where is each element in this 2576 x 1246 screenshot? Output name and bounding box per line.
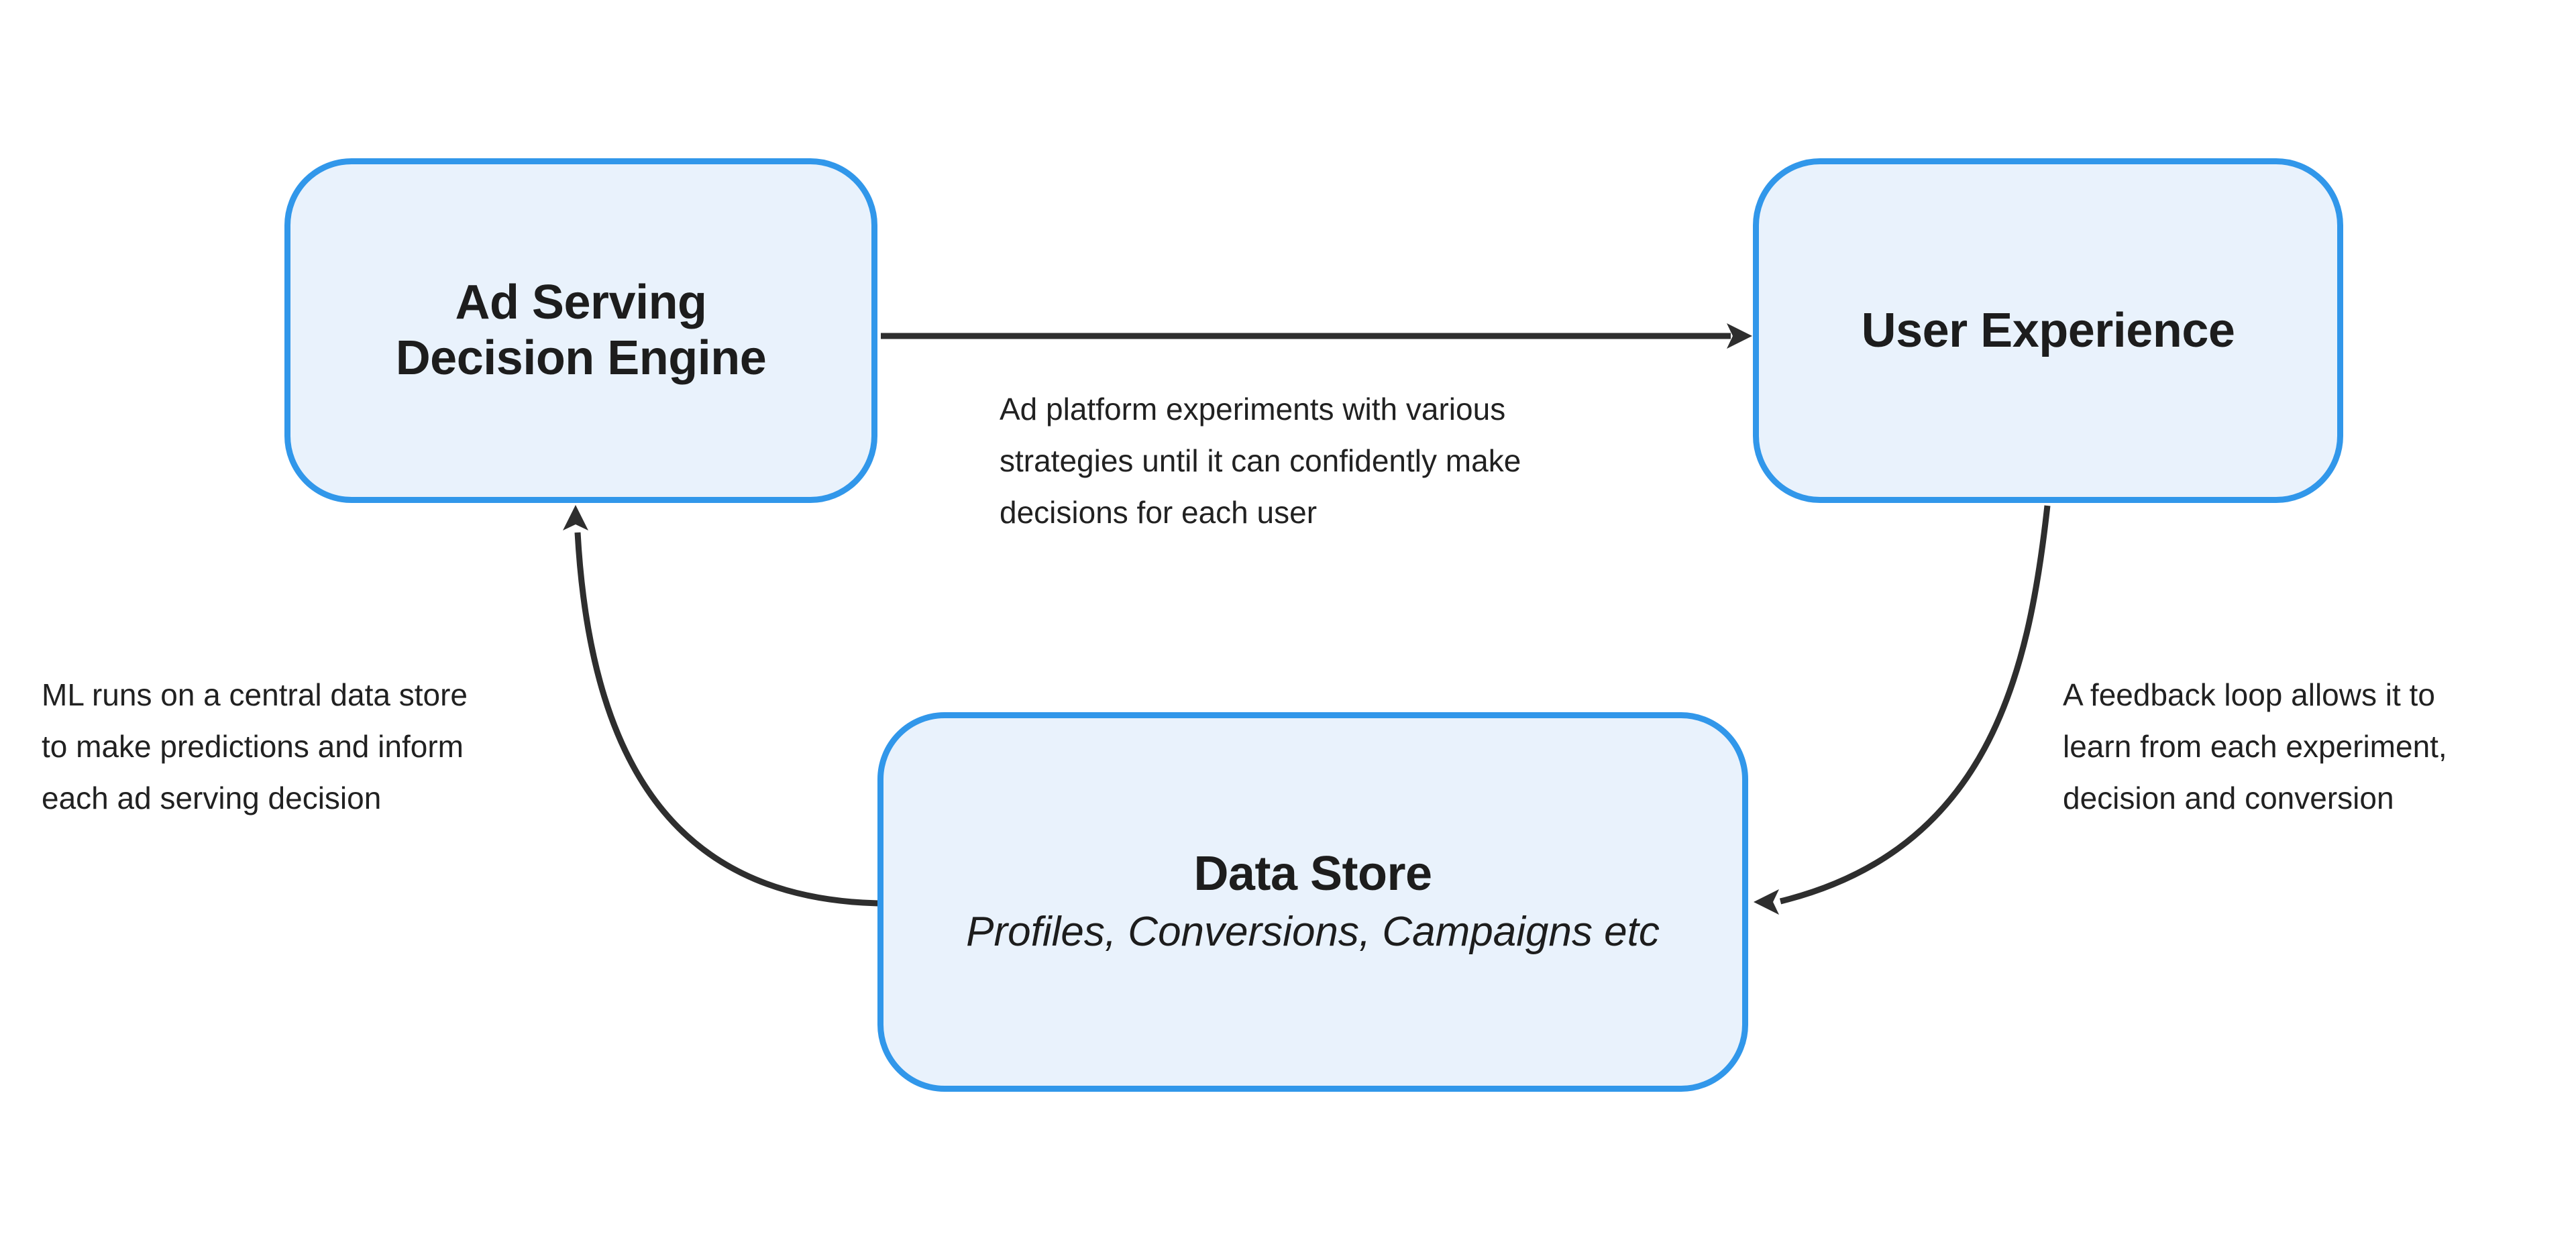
annotation-line: ML runs on a central data store (42, 677, 468, 712)
annotation-line: strategies until it can confidently make (1000, 443, 1521, 478)
node-title-line: Data Store (1193, 847, 1432, 901)
node-subtitle-line: Profiles, Conversions, Campaigns etc (966, 909, 1660, 956)
node-ad-serving-decision-engine: Ad Serving Decision Engine (284, 158, 877, 503)
node-data-store: Data Store Profiles, Conversions, Campai… (877, 712, 1748, 1092)
node-title-line: Ad Serving (455, 276, 707, 330)
arrow-user-experience-to-data-store (1779, 505, 2051, 905)
node-user-experience: User Experience (1753, 158, 2343, 503)
annotation-line: A feedback loop allows it to (2063, 677, 2435, 712)
annotation-experiments: Ad platform experiments with various str… (1000, 384, 1521, 539)
annotation-ml: ML runs on a central data store to make … (42, 669, 468, 824)
annotation-line: decision and conversion (2063, 781, 2394, 815)
annotation-line: decisions for each user (1000, 495, 1318, 530)
arrowhead-up-icon (563, 505, 588, 530)
annotation-line: to make predictions and inform (42, 729, 464, 764)
annotation-line: learn from each experiment, (2063, 729, 2447, 764)
annotation-line: each ad serving decision (42, 781, 382, 815)
annotation-line: Ad platform experiments with various (1000, 392, 1506, 427)
arrow-data-store-to-ad-serving (574, 532, 879, 907)
arrowhead-left-icon (1754, 889, 1779, 915)
arrowhead-right-icon (1727, 323, 1752, 349)
node-title-line: Decision Engine (395, 331, 767, 385)
node-title-line: User Experience (1861, 303, 2235, 357)
annotation-feedback: A feedback loop allows it to learn from … (2063, 669, 2447, 824)
